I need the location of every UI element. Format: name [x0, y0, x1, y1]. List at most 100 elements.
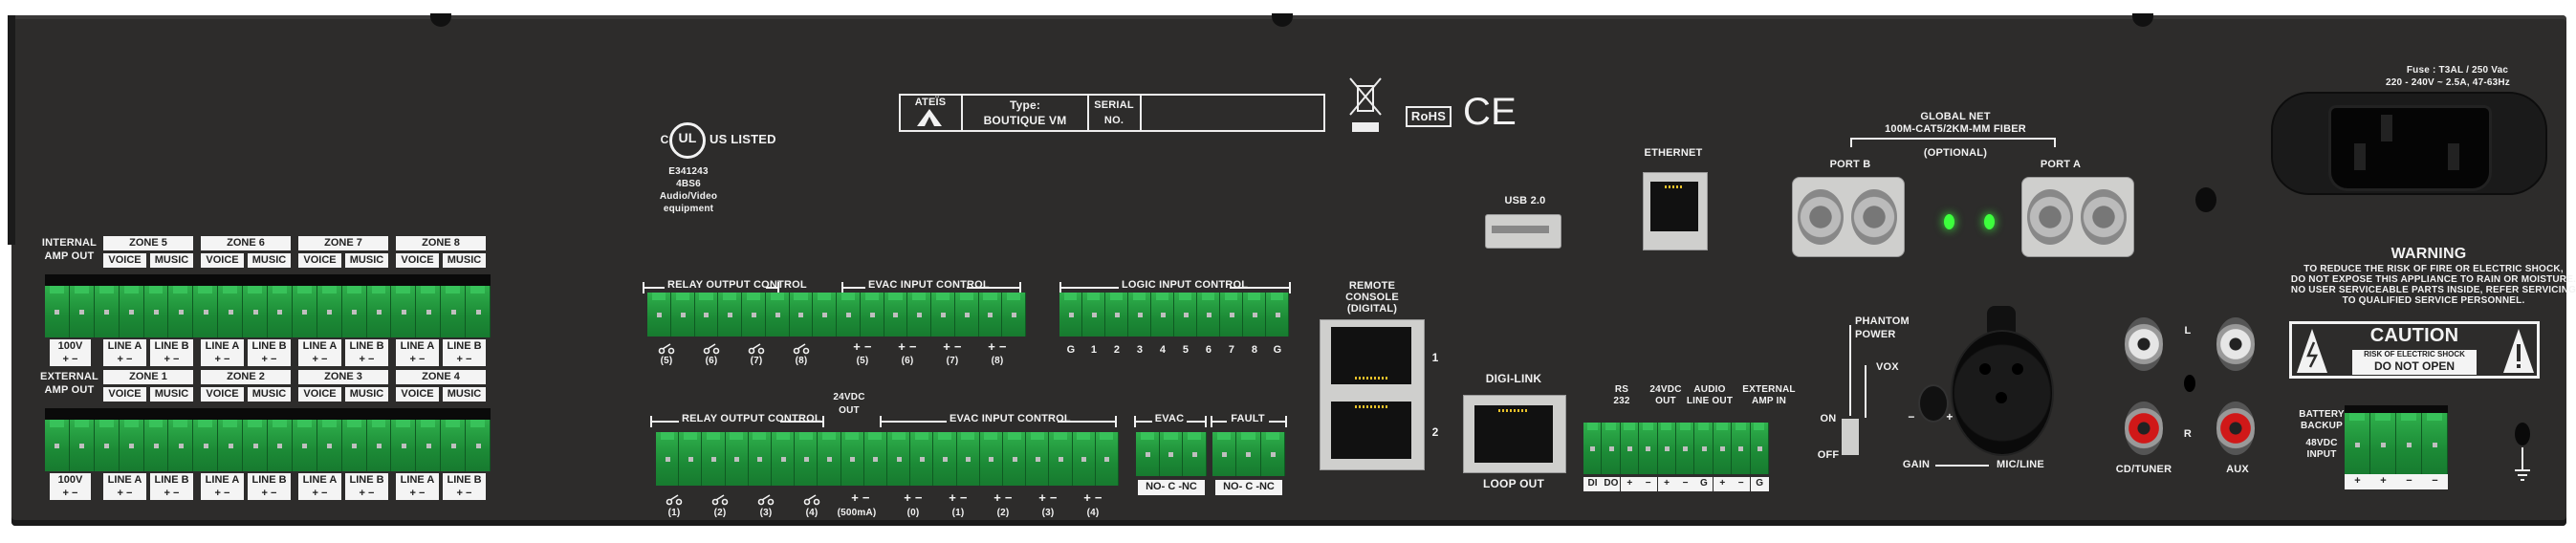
- terminal-pin[interactable]: [1220, 293, 1243, 337]
- terminal-pin[interactable]: [45, 420, 70, 471]
- battery-terminal-block[interactable]: [2345, 405, 2448, 476]
- relay-evac-terminal-block-top[interactable]: [647, 293, 1026, 337]
- terminal-pin[interactable]: [718, 293, 742, 337]
- terminal-pin[interactable]: [954, 293, 979, 337]
- terminal-pin[interactable]: [441, 286, 467, 337]
- terminal-pin[interactable]: [1183, 432, 1207, 476]
- terminal-pin[interactable]: [1159, 432, 1184, 476]
- terminal-pin[interactable]: [1694, 423, 1714, 474]
- terminal-pin[interactable]: [341, 420, 367, 471]
- fault-relay-terminal[interactable]: [1212, 432, 1285, 476]
- terminal-pin[interactable]: [168, 286, 194, 337]
- terminal-pin[interactable]: [218, 420, 244, 471]
- terminal-pin[interactable]: [795, 432, 819, 486]
- digi-link-port[interactable]: [1474, 405, 1553, 463]
- terminal-pin[interactable]: [1002, 293, 1026, 337]
- terminal-pin[interactable]: [1243, 293, 1266, 337]
- rca-r-cd-tuner[interactable]: [2125, 402, 2163, 455]
- rca-l-cd-tuner[interactable]: [2125, 317, 2163, 371]
- terminal-pin[interactable]: [69, 286, 95, 337]
- terminal-pin[interactable]: [1128, 293, 1151, 337]
- terminal-pin[interactable]: [94, 286, 120, 337]
- terminal-pin[interactable]: [2345, 413, 2370, 476]
- terminal-pin[interactable]: [1212, 432, 1237, 476]
- terminal-pin[interactable]: [69, 420, 95, 471]
- fiber-connector[interactable]: [1798, 189, 1844, 245]
- terminal-pin[interactable]: [292, 286, 317, 337]
- terminal-pin[interactable]: [647, 293, 671, 337]
- terminal-pin[interactable]: [1105, 293, 1128, 337]
- terminal-pin[interactable]: [1266, 293, 1289, 337]
- ethernet-port[interactable]: [1650, 182, 1698, 231]
- terminal-pin[interactable]: [317, 286, 342, 337]
- terminal-pin[interactable]: [1583, 423, 1603, 474]
- terminal-pin[interactable]: [887, 432, 911, 486]
- terminal-pin[interactable]: [391, 420, 417, 471]
- terminal-pin[interactable]: [1082, 293, 1105, 337]
- terminal-pin[interactable]: [933, 432, 957, 486]
- relay-evac-terminal-block-bottom[interactable]: [656, 432, 1119, 486]
- terminal-pin[interactable]: [860, 293, 884, 337]
- terminal-pin[interactable]: [813, 293, 837, 337]
- terminal-pin[interactable]: [818, 432, 841, 486]
- terminal-pin[interactable]: [94, 420, 120, 471]
- terminal-pin[interactable]: [119, 286, 144, 337]
- terminal-pin[interactable]: [1713, 423, 1733, 474]
- fiber-connector[interactable]: [2027, 189, 2073, 245]
- terminal-pin[interactable]: [931, 293, 955, 337]
- terminal-pin[interactable]: [243, 286, 268, 337]
- terminal-pin[interactable]: [1003, 432, 1027, 486]
- terminal-pin[interactable]: [670, 293, 695, 337]
- rj45-port[interactable]: [1331, 402, 1411, 459]
- terminal-pin[interactable]: [742, 293, 766, 337]
- terminal-pin[interactable]: [1732, 423, 1751, 474]
- gain-knob[interactable]: [1918, 384, 1949, 423]
- terminal-pin[interactable]: [1174, 293, 1197, 337]
- terminal-pin[interactable]: [416, 286, 442, 337]
- terminal-pin[interactable]: [243, 420, 268, 471]
- fiber-connector[interactable]: [1851, 189, 1897, 245]
- terminal-pin[interactable]: [292, 420, 317, 471]
- internal-amp-terminal-block[interactable]: [45, 274, 491, 337]
- terminal-pin[interactable]: [2370, 413, 2396, 476]
- rj45-port[interactable]: [1331, 327, 1411, 384]
- terminal-pin[interactable]: [2396, 413, 2422, 476]
- evac-relay-terminal[interactable]: [1136, 432, 1207, 476]
- terminal-pin[interactable]: [884, 293, 908, 337]
- terminal-pin[interactable]: [789, 293, 814, 337]
- fiber-connector[interactable]: [2081, 189, 2127, 245]
- terminal-pin[interactable]: [1072, 432, 1096, 486]
- terminal-pin[interactable]: [1639, 423, 1658, 474]
- terminal-pin[interactable]: [863, 432, 887, 486]
- terminal-pin[interactable]: [694, 293, 719, 337]
- terminal-pin[interactable]: [1676, 423, 1695, 474]
- terminal-pin[interactable]: [268, 286, 293, 337]
- iec-power-inlet[interactable]: [2328, 105, 2492, 191]
- terminal-pin[interactable]: [1750, 423, 1769, 474]
- terminal-pin[interactable]: [466, 420, 491, 471]
- external-amp-terminal-block[interactable]: [45, 408, 491, 471]
- terminal-pin[interactable]: [765, 293, 790, 337]
- terminal-pin[interactable]: [1136, 432, 1160, 476]
- terminal-pin[interactable]: [1657, 423, 1676, 474]
- terminal-pin[interactable]: [702, 432, 726, 486]
- terminal-pin[interactable]: [1026, 432, 1050, 486]
- terminal-pin[interactable]: [218, 286, 244, 337]
- terminal-pin[interactable]: [168, 420, 194, 471]
- terminal-pin[interactable]: [1260, 432, 1285, 476]
- rca-r-aux[interactable]: [2216, 402, 2255, 455]
- terminal-pin[interactable]: [143, 420, 169, 471]
- terminal-pin[interactable]: [45, 286, 70, 337]
- terminal-pin[interactable]: [317, 420, 342, 471]
- terminal-pin[interactable]: [979, 432, 1003, 486]
- terminal-pin[interactable]: [910, 432, 934, 486]
- terminal-pin[interactable]: [748, 432, 772, 486]
- rca-l-aux[interactable]: [2216, 317, 2255, 371]
- terminal-pin[interactable]: [2422, 413, 2448, 476]
- terminal-pin[interactable]: [1151, 293, 1174, 337]
- terminal-pin[interactable]: [1059, 293, 1082, 337]
- terminal-pin[interactable]: [268, 420, 293, 471]
- terminal-pin[interactable]: [366, 286, 392, 337]
- terminal-pin[interactable]: [119, 420, 144, 471]
- io-terminal-block[interactable]: [1583, 423, 1769, 474]
